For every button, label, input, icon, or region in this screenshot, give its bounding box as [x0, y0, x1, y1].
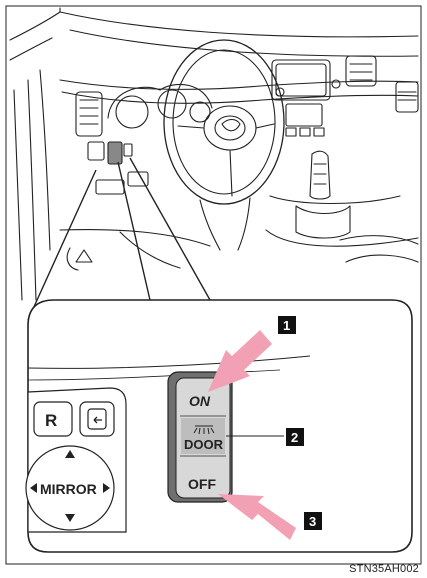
interior-light-switch: ON DOOR OFF — [168, 372, 232, 502]
figure-caption: STN35AH002 — [349, 563, 419, 575]
mirror-label: MIRROR — [40, 481, 97, 497]
car-interior-illustration — [10, 8, 418, 300]
switch-on-label: ON — [189, 393, 211, 409]
mirror-fold-button — [80, 402, 114, 436]
switch-off-label: OFF — [188, 476, 216, 492]
callout-2-label: 2 — [291, 430, 298, 445]
callout-1-label: 1 — [283, 318, 290, 333]
switch-door-label: DOOR — [184, 437, 224, 452]
mirror-r-label: R — [45, 411, 57, 430]
inset-panel: R MIRROR ON DOOR OFF — [26, 300, 412, 552]
callout-3-label: 3 — [309, 514, 316, 529]
callout-3: 3 — [304, 512, 322, 530]
callout-1: 1 — [278, 316, 296, 334]
callout-2: 2 — [286, 428, 304, 446]
